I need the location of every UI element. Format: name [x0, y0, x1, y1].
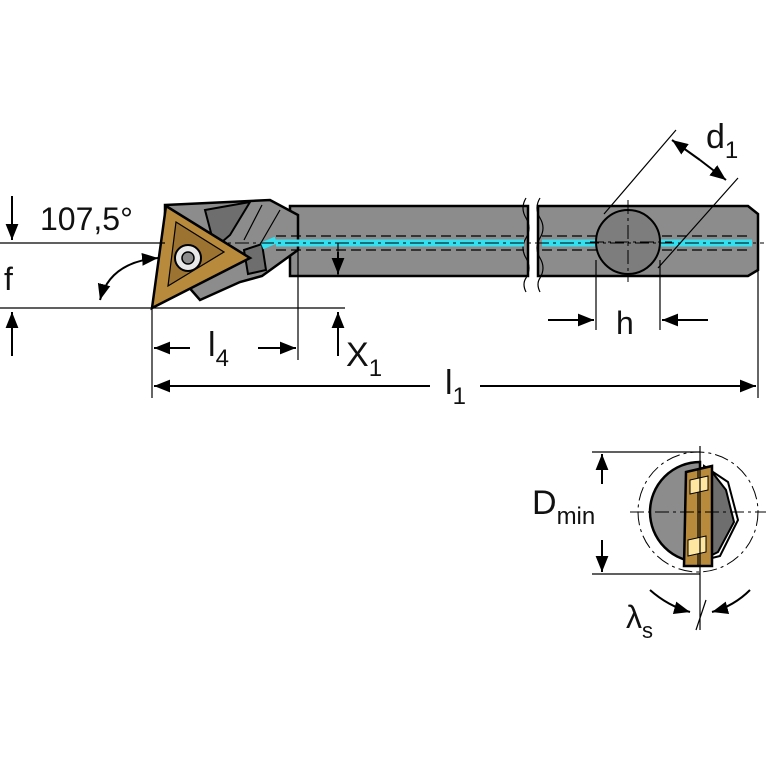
lambda-s-dimension: λs: [626, 589, 751, 643]
dmin-dimension: Dmin: [532, 451, 700, 575]
x1-dimension: X1: [331, 243, 382, 382]
l4-dimension: l4: [151, 250, 299, 398]
l1-dimension: l1: [154, 270, 759, 410]
dmin-label: Dmin: [532, 484, 595, 530]
f-dimension: f: [0, 196, 345, 356]
f-label: f: [4, 261, 13, 297]
d1-label: d1: [706, 118, 738, 164]
l4-label: l4: [208, 326, 229, 372]
l1-label: l1: [445, 364, 466, 410]
h-dimension: h: [548, 260, 708, 341]
triangular-insert: [150, 203, 253, 311]
d1-dimension: d1: [603, 118, 739, 269]
h-label: h: [616, 305, 634, 341]
lambda-s-label: λs: [626, 599, 653, 643]
angle-label: 107,5°: [40, 201, 133, 237]
end-view: [630, 446, 766, 631]
x1-label: X1: [346, 336, 382, 382]
tool-shank: [163, 197, 760, 302]
shank-cross-section: [590, 200, 672, 282]
angle-dimension: 107,5°: [0, 201, 165, 301]
